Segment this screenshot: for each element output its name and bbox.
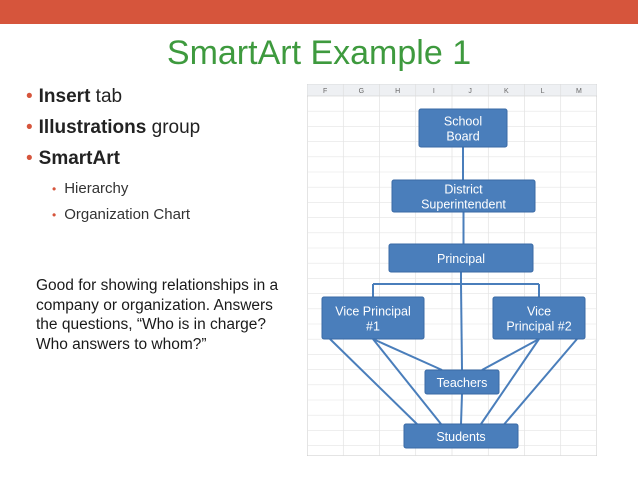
bullet-text: tab <box>90 86 123 107</box>
org-node-label-vice-principal-1: #1 <box>366 320 380 334</box>
column-header-label: I <box>433 88 435 95</box>
org-node-box-vice-principal-1 <box>321 296 425 340</box>
org-node-label-vice-principal-2: Vice <box>527 305 551 319</box>
org-node-label-school-board: Board <box>446 130 479 144</box>
org-node-label-school-board: School <box>444 115 482 129</box>
org-node-label-teachers: Teachers <box>437 376 488 390</box>
bullet-dot-icon: • <box>26 117 33 138</box>
bullet-bold-text: SmartArt <box>38 148 120 169</box>
column-header-label: M <box>576 88 582 95</box>
column-header-label: G <box>359 88 364 95</box>
bullet-bold-text: Insert <box>38 86 91 107</box>
connector-line <box>329 338 422 429</box>
org-node-box-district-superintendent <box>391 179 536 213</box>
bullet-text: group <box>146 117 201 138</box>
sub-bullet-organization-chart: • Organization Chart <box>26 203 306 229</box>
top-accent-bar <box>0 0 638 24</box>
column-header-label: L <box>541 88 545 95</box>
connector-line <box>372 338 443 371</box>
org-chart-svg: F G H I J K L M SchoolBoardDistrictSuperintenden… <box>306 83 598 457</box>
bullet-illustrations-group: •Illustrations group <box>26 115 306 146</box>
bullet-list: •Insert tab •Illustrations group •SmartA… <box>26 84 306 229</box>
org-node-label-vice-principal-2: Principal #2 <box>506 320 571 334</box>
org-node-box-school-board <box>418 108 508 148</box>
connector-line <box>500 338 578 429</box>
sub-bullet-text: Organization Chart <box>64 206 191 223</box>
bullet-smartart: •SmartArt <box>26 146 306 177</box>
org-node-box-students <box>403 423 519 449</box>
sub-bullet-hierarchy: • Hierarchy <box>26 177 306 203</box>
org-node-label-vice-principal-1: Vice Principal <box>335 305 411 319</box>
bullet-dot-icon: • <box>52 208 57 222</box>
connector-line <box>460 393 463 425</box>
bullet-dot-icon: • <box>52 182 57 196</box>
bullet-dot-icon: • <box>26 148 33 169</box>
slide-title: SmartArt Example 1 <box>166 34 472 72</box>
column-header-label: J <box>468 88 472 95</box>
connector-line <box>481 338 540 371</box>
column-header-label: F <box>323 88 327 95</box>
connector-line <box>372 338 442 425</box>
bullet-dot-icon: • <box>26 86 33 107</box>
org-node-label-students: Students <box>436 430 485 444</box>
sub-bullet-text: Hierarchy <box>64 180 129 197</box>
description-text: Good for showing relationships in a comp… <box>36 277 279 353</box>
bullet-insert-tab: •Insert tab <box>26 84 306 115</box>
connector-line <box>480 338 540 425</box>
org-node-label-principal: Principal <box>437 252 485 266</box>
org-node-box-vice-principal-2 <box>492 296 586 340</box>
org-node-box-teachers <box>424 369 500 395</box>
connector-line <box>460 283 463 371</box>
bullet-bold-text: Illustrations <box>38 117 147 138</box>
org-node-box-principal <box>388 243 534 273</box>
column-header-label: K <box>504 88 509 95</box>
org-node-label-district-superintendent: Superintendent <box>421 198 506 212</box>
org-node-label-district-superintendent: District <box>444 183 483 197</box>
column-header-label: H <box>395 88 400 95</box>
